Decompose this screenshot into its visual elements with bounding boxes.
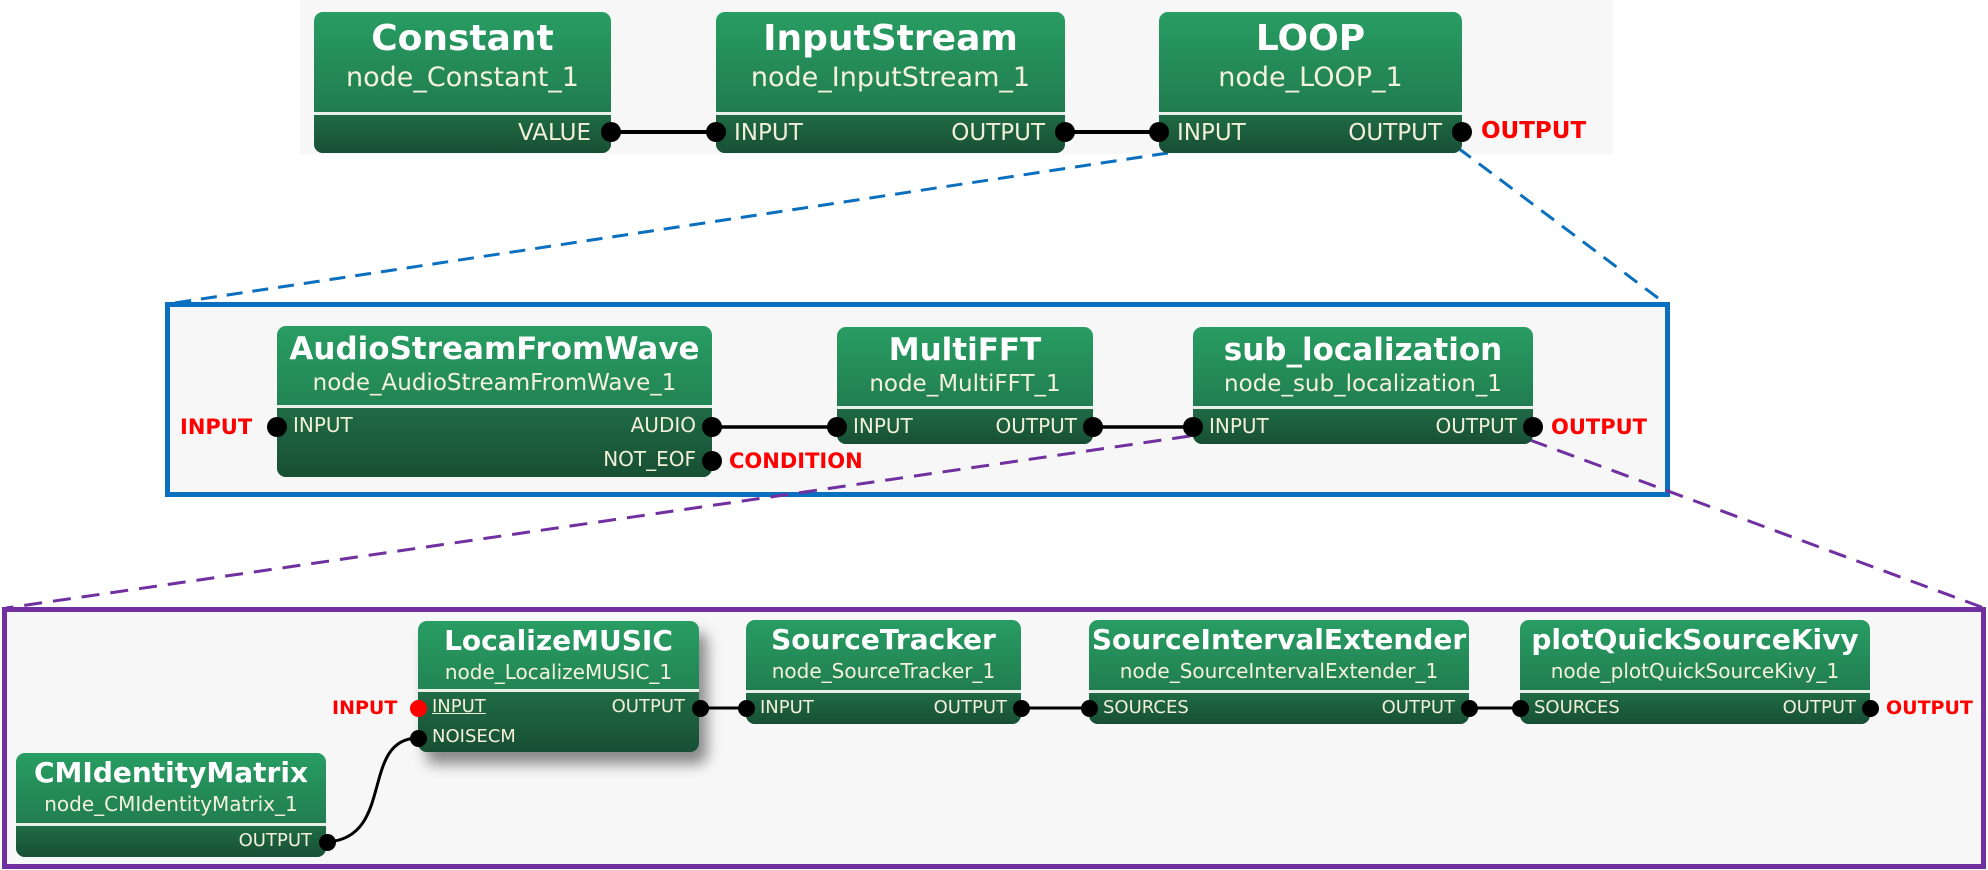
node-name: node_plotQuickSourceKivy_1 <box>1550 659 1840 683</box>
node-name: node_MultiFFT_1 <box>869 371 1061 397</box>
port-music-output[interactable] <box>691 699 709 717</box>
node-cmidentitymatrix[interactable]: CMIdentityMatrix node_CMIdentityMatrix_1… <box>16 753 326 857</box>
port-tracker-output[interactable] <box>1012 699 1030 717</box>
subloc-expand-guide-left <box>5 434 1191 610</box>
port-music-input[interactable] <box>409 699 427 717</box>
node-plotquicksourcekivy[interactable]: plotQuickSourceKivy node_plotQuickSource… <box>1520 620 1870 724</box>
external-output-label: OUTPUT <box>1551 415 1647 439</box>
node-sub-localization[interactable]: sub_localization node_sub_localization_1… <box>1193 327 1533 444</box>
node-multifft[interactable]: MultiFFT node_MultiFFT_1 INPUT OUTPUT <box>837 327 1093 444</box>
port-plot-sources[interactable] <box>1511 699 1529 717</box>
port-label-input: INPUT <box>432 696 486 717</box>
port-label-output: OUTPUT <box>1348 120 1442 146</box>
link-cmid-music[interactable] <box>326 736 418 844</box>
external-output-label: OUTPUT <box>1481 118 1587 144</box>
loop-expand-guide-left <box>167 151 1169 306</box>
port-asfw-input[interactable] <box>267 417 287 437</box>
port-asfw-audio[interactable] <box>702 417 722 437</box>
port-constant-value[interactable] <box>601 122 621 142</box>
node-type: CMIdentityMatrix <box>33 756 309 789</box>
node-type: LocalizeMUSIC <box>444 624 673 657</box>
port-label-input: INPUT <box>760 697 814 718</box>
port-label-output: OUTPUT <box>951 120 1045 146</box>
node-type: plotQuickSourceKivy <box>1531 623 1859 656</box>
node-type: SourceIntervalExtender <box>1091 623 1467 656</box>
port-plot-output[interactable] <box>1861 699 1879 717</box>
node-name: node_SourceIntervalExtender_1 <box>1119 659 1439 683</box>
node-sourcetracker[interactable]: SourceTracker node_SourceTracker_1 INPUT… <box>746 620 1021 724</box>
port-tracker-input[interactable] <box>737 699 755 717</box>
node-name: node_CMIdentityMatrix_1 <box>44 792 298 816</box>
external-output-label: OUTPUT <box>1886 697 1973 719</box>
node-inputstream[interactable]: InputStream node_InputStream_1 INPUT OUT… <box>716 12 1065 153</box>
subloc-expand-guide-right <box>1529 438 1985 610</box>
port-sie-output[interactable] <box>1460 699 1478 717</box>
port-label-noisecm: NOISECM <box>432 726 516 747</box>
node-name: node_LOOP_1 <box>1218 62 1403 93</box>
node-name: node_sub_localization_1 <box>1224 371 1502 397</box>
port-label-output: OUTPUT <box>933 697 1007 718</box>
port-label-sources: SOURCES <box>1534 697 1620 718</box>
external-condition-label: CONDITION <box>729 449 863 473</box>
node-type: LOOP <box>1255 18 1366 59</box>
port-label-input: INPUT <box>1177 120 1246 146</box>
port-multifft-input[interactable] <box>827 417 847 437</box>
port-cmid-output[interactable] <box>318 833 336 851</box>
port-label-output: OUTPUT <box>1435 414 1517 438</box>
node-audiostreamfromwave[interactable]: AudioStreamFromWave node_AudioStreamFrom… <box>277 326 712 477</box>
port-label-not-eof: NOT_EOF <box>603 447 696 471</box>
external-input-label: INPUT <box>332 697 398 719</box>
node-name: node_Constant_1 <box>346 62 579 93</box>
port-sie-sources[interactable] <box>1080 699 1098 717</box>
port-label-output: OUTPUT <box>995 414 1077 438</box>
port-asfw-not-eof[interactable] <box>702 451 722 471</box>
external-input-label: INPUT <box>180 415 253 439</box>
node-name: node_InputStream_1 <box>750 62 1031 93</box>
node-type: SourceTracker <box>771 623 996 656</box>
port-inputstream-input[interactable] <box>706 122 726 142</box>
node-name: node_AudioStreamFromWave_1 <box>312 370 677 396</box>
port-label-audio: AUDIO <box>630 413 696 437</box>
node-sourceintervalextender[interactable]: SourceIntervalExtender node_SourceInterv… <box>1089 620 1469 724</box>
port-multifft-output[interactable] <box>1083 417 1103 437</box>
node-type: AudioStreamFromWave <box>289 331 700 367</box>
port-music-noisecm[interactable] <box>409 729 427 747</box>
port-label-value: VALUE <box>517 120 591 146</box>
port-label-output: OUTPUT <box>1782 697 1856 718</box>
port-label-output: OUTPUT <box>238 830 312 851</box>
port-subloc-input[interactable] <box>1183 417 1203 437</box>
port-inputstream-output[interactable] <box>1055 122 1075 142</box>
port-label-output: OUTPUT <box>611 696 685 717</box>
node-name: node_SourceTracker_1 <box>771 659 996 683</box>
port-label-input: INPUT <box>734 120 803 146</box>
port-label-input: INPUT <box>853 414 913 438</box>
port-label-output: OUTPUT <box>1381 697 1455 718</box>
loop-expand-guide-right <box>1457 146 1667 306</box>
node-type: Constant <box>371 18 554 59</box>
port-label-input: INPUT <box>293 413 353 437</box>
node-localizemusic[interactable]: LocalizeMUSIC node_LocalizeMUSIC_1 INPUT… <box>418 621 699 752</box>
node-constant[interactable]: Constant node_Constant_1 VALUE <box>314 12 611 153</box>
node-name: node_LocalizeMUSIC_1 <box>444 660 673 684</box>
port-subloc-output[interactable] <box>1523 417 1543 437</box>
port-loop-output[interactable] <box>1452 122 1472 142</box>
node-type: MultiFFT <box>888 332 1042 368</box>
port-loop-input[interactable] <box>1149 122 1169 142</box>
port-label-sources: SOURCES <box>1103 697 1189 718</box>
node-type: InputStream <box>763 18 1018 59</box>
node-loop[interactable]: LOOP node_LOOP_1 INPUT OUTPUT <box>1159 12 1462 153</box>
port-label-input: INPUT <box>1209 414 1269 438</box>
node-type: sub_localization <box>1223 332 1503 368</box>
